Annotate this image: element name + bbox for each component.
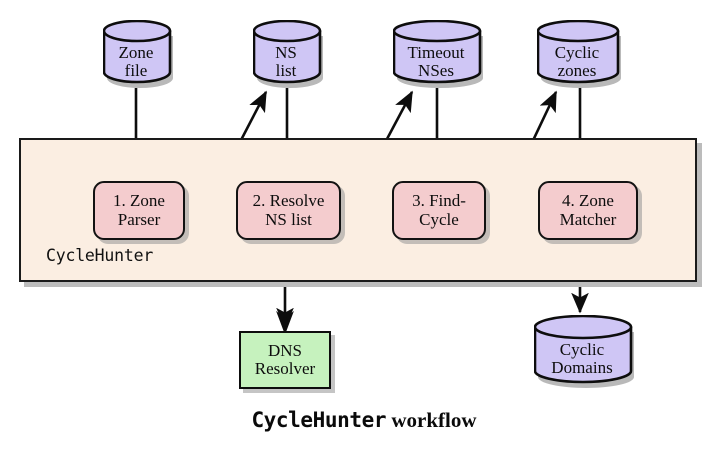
datastore-timeout-nses: Timeout NSes [393, 20, 483, 88]
process-find-cycle-line2: Cycle [419, 209, 459, 229]
datastore-cyclic-zones: Cyclic zones [537, 20, 621, 88]
process-resolve-ns-list-line2: NS list [265, 209, 312, 229]
process-zone-matcher[interactable]: 4. Zone Matcher [538, 181, 638, 240]
datastore-zone-file: Zone file [103, 20, 173, 88]
process-find-cycle-line1: 3. Find- [412, 191, 466, 211]
cyclehunter-container-label: CycleHunter [46, 246, 154, 265]
dns-resolver-line1: DNS [267, 340, 302, 360]
datastore-cyclic-domains: Cyclic Domains [534, 315, 634, 388]
figure-caption-serif: workflow [391, 408, 477, 432]
arrowhead-down-to-dns-resolver [276, 310, 294, 335]
dns-resolver-line2: Resolver [254, 359, 316, 378]
figure-caption: CycleHunter workflow [0, 408, 728, 433]
process-zone-matcher-line1: 4. Zone [562, 191, 614, 211]
process-zone-matcher-line2: Matcher [559, 209, 617, 229]
process-find-cycle[interactable]: 3. Find- Cycle [392, 181, 486, 240]
process-zone-parser-line2: Parser [117, 209, 161, 229]
datastore-ns-list: NS list [253, 20, 323, 88]
process-zone-parser[interactable]: 1. Zone Parser [93, 181, 185, 240]
process-resolve-ns-list-line1: 2. Resolve [252, 191, 325, 211]
process-resolve-ns-list[interactable]: 2. Resolve NS list [236, 181, 341, 240]
figure-caption-mono: CycleHunter [251, 408, 387, 432]
dns-resolver-box[interactable]: DNS Resolver [239, 331, 331, 389]
process-zone-parser-line1: 1. Zone [113, 191, 165, 211]
